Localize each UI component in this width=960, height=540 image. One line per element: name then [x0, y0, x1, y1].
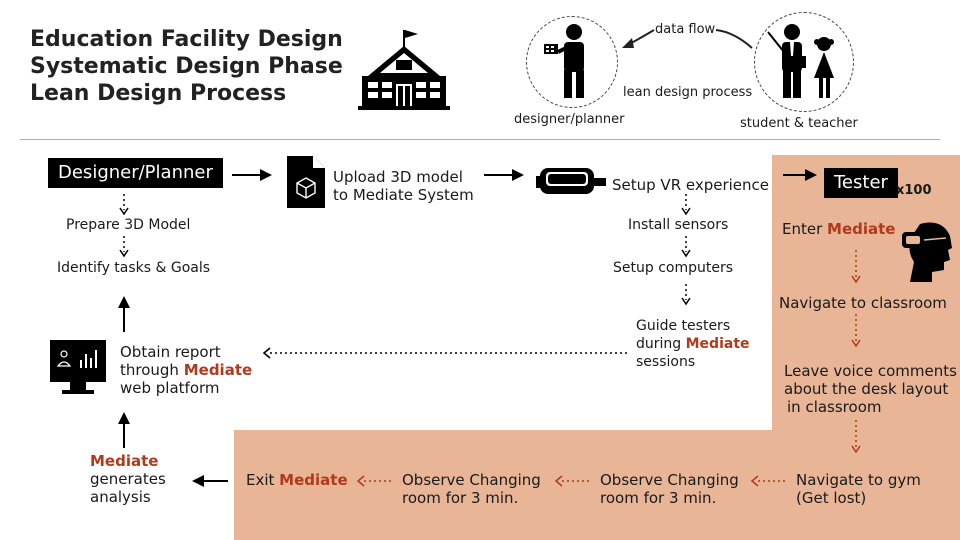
gym-line1: Navigate to gym	[796, 471, 921, 489]
red-dotted-arrow-observe1	[554, 475, 592, 487]
observe2-line2: room for 3 min.	[600, 489, 717, 507]
obtain-report-line3: web platform	[120, 379, 220, 397]
document-3d-icon	[287, 156, 325, 208]
guide-during: during	[636, 336, 686, 352]
vr-headset-icon	[536, 168, 606, 194]
dotted-arrow-sensors	[681, 194, 691, 216]
vr-user-head-icon	[902, 222, 952, 282]
designer-person-icon	[544, 24, 584, 98]
setup-computers-text: Setup computers	[613, 260, 734, 276]
guide-line2: during Mediate	[636, 335, 750, 353]
arrow-to-vr	[484, 169, 524, 181]
dotted-arrow-prepare	[119, 194, 129, 216]
arrow-up-to-identify	[118, 296, 130, 332]
red-dotted-arrow-classroom	[851, 250, 861, 284]
analysis-mediate-highlight: Mediate	[90, 452, 159, 470]
mediate-highlight-guide: Mediate	[685, 336, 750, 352]
identify-tasks-text: Identify tasks & Goals	[57, 260, 211, 276]
red-dotted-arrow-voice	[851, 314, 861, 348]
teacher-student-icon	[767, 24, 834, 98]
lean-process-label: lean design process	[623, 85, 753, 100]
mediate-highlight-report: Mediate	[183, 361, 253, 379]
school-icon	[358, 30, 450, 110]
designer-planner-box: Designer/Planner	[48, 158, 223, 188]
red-dotted-arrow-exit	[356, 475, 394, 487]
observe1-line2: room for 3 min.	[402, 489, 519, 507]
tester-box: Tester	[824, 168, 898, 198]
gym-line2: (Get lost)	[796, 489, 867, 507]
voice-line3: in classroom	[787, 398, 882, 416]
dotted-arrow-to-report	[262, 347, 628, 359]
obtain-report-through: through	[120, 361, 184, 379]
title-line-2: Systematic Design Phase	[30, 54, 343, 79]
title-line-1: Education Facility Design	[30, 27, 343, 52]
install-sensors-text: Install sensors	[628, 217, 729, 233]
tester-background-upper	[772, 155, 960, 435]
monitor-report-icon	[50, 340, 106, 394]
red-dotted-arrow-gym	[851, 420, 861, 454]
header-divider	[20, 139, 940, 140]
voice-line2: about the desk layout	[784, 380, 949, 398]
title-block: Education Facility Design Systematic Des…	[30, 26, 343, 107]
guide-line1: Guide testers	[636, 318, 731, 334]
setup-vr-text: Setup VR experience	[612, 176, 770, 194]
arrow-up-to-report	[118, 412, 130, 448]
tester-background-lower	[234, 430, 960, 540]
dotted-arrow-guide	[681, 284, 691, 306]
observe2-line1: Observe Changing	[600, 471, 739, 489]
obtain-report-line2: through Mediate	[120, 361, 252, 379]
analysis-line3: analysis	[90, 488, 151, 506]
enter-label: Enter	[782, 220, 828, 238]
enter-mediate-text: Enter Mediate	[782, 220, 895, 238]
observe1-line1: Observe Changing	[402, 471, 541, 489]
red-dotted-arrow-observe2	[750, 475, 788, 487]
data-flow-label: data flow	[655, 22, 716, 37]
analysis-line2: generates	[90, 470, 166, 488]
exit-mediate-text: Exit Mediate	[246, 471, 348, 489]
mediate-highlight-exit: Mediate	[279, 471, 348, 489]
voice-line1: Leave voice comments	[784, 362, 957, 380]
title-line-3: Lean Design Process	[30, 81, 287, 106]
student-teacher-circle	[754, 12, 854, 112]
arrow-to-upload	[232, 169, 272, 181]
upload-line2: to Mediate System	[333, 186, 474, 204]
tester-count: x100	[896, 183, 932, 198]
upload-line1: Upload 3D model	[333, 168, 463, 186]
guide-line3: sessions	[636, 354, 696, 370]
dotted-arrow-identify	[119, 236, 129, 258]
arrow-to-analysis	[192, 475, 228, 487]
designer-circle	[526, 16, 618, 108]
dotted-arrow-computers	[681, 236, 691, 258]
exit-label: Exit	[246, 471, 280, 489]
navigate-classroom-text: Navigate to classroom	[779, 294, 947, 312]
data-flow-arrow	[622, 29, 753, 49]
obtain-report-line1: Obtain report	[120, 343, 221, 361]
student-teacher-label: student & teacher	[740, 116, 858, 131]
mediate-highlight-enter: Mediate	[827, 220, 896, 238]
arrow-to-tester	[783, 169, 817, 181]
designer-planner-label: designer/planner	[514, 112, 625, 127]
prepare-model-text: Prepare 3D Model	[66, 217, 191, 233]
